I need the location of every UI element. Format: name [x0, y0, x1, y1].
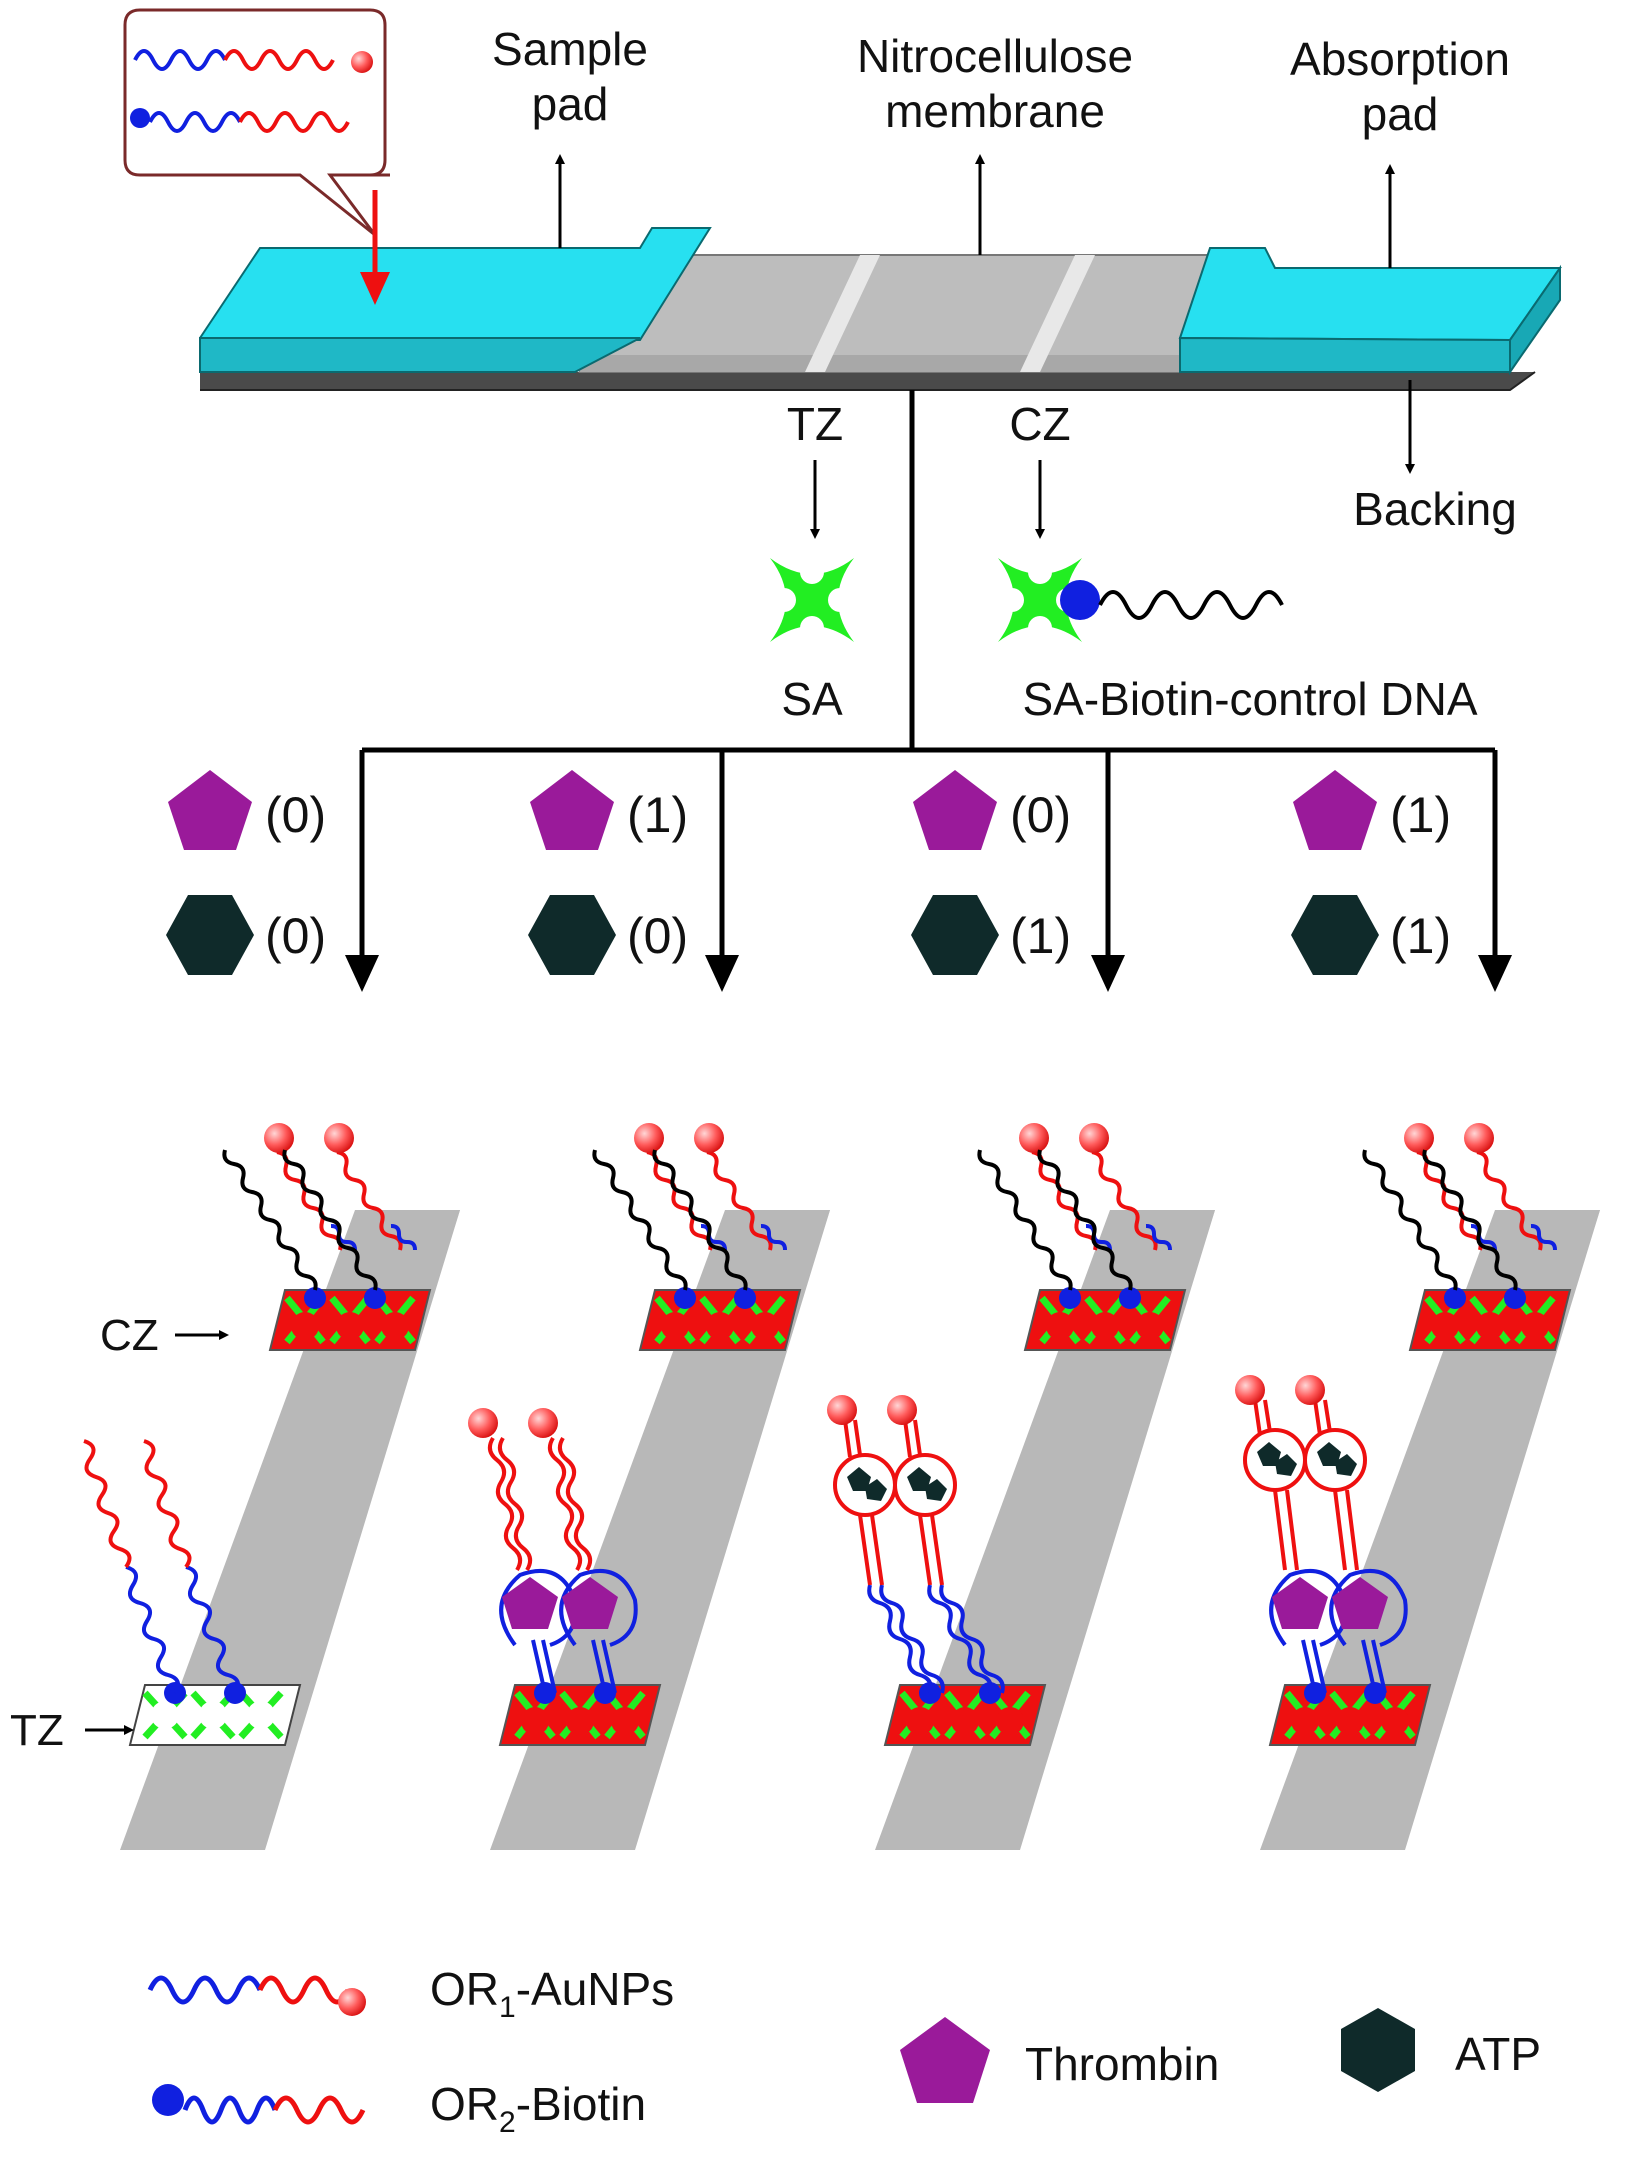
thrombin-input-value: (0) [1010, 787, 1071, 843]
gold-nanoparticle-icon [827, 1395, 857, 1425]
gold-nanoparticle-icon [1019, 1123, 1049, 1153]
atp-icon [528, 895, 616, 975]
input-group-3: (0) (1) [911, 770, 1071, 975]
atp-input-value: (0) [265, 908, 326, 964]
cz-label: CZ [1009, 398, 1070, 450]
thrombin-icon [1332, 1577, 1388, 1629]
backing-layer [200, 372, 1535, 390]
result-panel-2 [468, 1123, 830, 1850]
gold-nanoparticle-icon [887, 1395, 917, 1425]
gold-nanoparticle-icon [468, 1408, 498, 1438]
gold-nanoparticle-icon [1235, 1375, 1265, 1405]
sample-pad-label-line1: Sample [492, 23, 648, 75]
result-panel-1 [83, 1123, 460, 1850]
input-group-1: (0) (0) [166, 770, 326, 975]
logic-inputs: (0) (0) (1) (0) (0) (1) (1) (1) [166, 770, 1451, 975]
legend-or1-strand [147, 1975, 263, 2005]
tz-label: TZ [787, 398, 843, 450]
control-zone-line [1020, 255, 1095, 372]
input-group-4: (1) (1) [1291, 770, 1451, 975]
gold-nanoparticle-icon [1079, 1123, 1109, 1153]
atp-input-value: (0) [627, 908, 688, 964]
thrombin-icon [502, 1577, 558, 1629]
atp-icon [166, 895, 254, 975]
atp-icon [911, 895, 999, 975]
thrombin-icon [1293, 770, 1377, 850]
atp-input-value: (1) [1010, 908, 1071, 964]
branch-tree [345, 390, 1512, 992]
thrombin-input-value: (0) [265, 787, 326, 843]
result-panel-3 [827, 1123, 1215, 1850]
legend-gold-nanoparticle-icon [338, 1988, 366, 2016]
atp-icon [1257, 1442, 1281, 1466]
atp-icon [907, 1467, 931, 1491]
legend-or2-label: OR2-Biotin [430, 2078, 646, 2139]
sample-pad-label-line2: pad [532, 78, 609, 130]
gold-nanoparticle-icon [528, 1408, 558, 1438]
legend-biotin-icon [152, 2084, 184, 2116]
sample-callout [123, 8, 390, 305]
test-strip [199, 227, 1562, 391]
thrombin-icon [168, 770, 252, 850]
legend-atp-label: ATP [1455, 2028, 1541, 2080]
thrombin-icon [562, 1577, 618, 1629]
result-panel-4 [1235, 1123, 1600, 1850]
legend-atp-icon [1341, 2008, 1415, 2092]
result-panels [83, 1123, 1600, 1850]
panel-zone-labels: CZ TZ [10, 1311, 229, 1755]
atp-input-value: (1) [1390, 908, 1451, 964]
legend-or2-strand [182, 2095, 278, 2125]
thrombin-input-value: (1) [627, 787, 688, 843]
thrombin-icon [530, 770, 614, 850]
sa-zone-legend: SA SA-Biotin-control DNA [770, 558, 1478, 725]
gold-nanoparticle-icon [694, 1123, 724, 1153]
legend-or1-label: OR1-AuNPs [430, 1963, 674, 2024]
callout-or1-strand [133, 49, 227, 71]
absorption-pad-label-line2: pad [1362, 88, 1439, 140]
atp-icon [1317, 1442, 1341, 1466]
panel-cz-label: CZ [100, 1311, 159, 1360]
strip-labels: Sample pad Nitrocellulose membrane Absor… [492, 23, 1517, 539]
streptavidin-icon [770, 558, 854, 642]
gold-nanoparticle-icon [324, 1123, 354, 1153]
thrombin-icon [1272, 1577, 1328, 1629]
gold-nanoparticle-icon [264, 1123, 294, 1153]
thrombin-input-value: (1) [1390, 787, 1451, 843]
membrane-label-line2: membrane [885, 85, 1105, 137]
sa-label: SA [781, 673, 843, 725]
legend-thrombin-icon [900, 2017, 990, 2103]
thrombin-icon [913, 770, 997, 850]
gold-nanoparticle-icon [634, 1123, 664, 1153]
gold-nanoparticle-icon [1404, 1123, 1434, 1153]
panel-tz-label: TZ [10, 1706, 64, 1755]
atp-icon [1291, 895, 1379, 975]
backing-label: Backing [1353, 483, 1517, 535]
biotin-icon [130, 108, 150, 128]
sa-biotin-control-label: SA-Biotin-control DNA [1022, 673, 1477, 725]
control-dna-strand [1098, 590, 1284, 620]
input-group-2: (1) (0) [528, 770, 688, 975]
gold-nanoparticle-icon [351, 51, 373, 73]
gold-nanoparticle-icon [1295, 1375, 1325, 1405]
legend: OR1-AuNPs OR2-Biotin Thrombin ATP [147, 1963, 1541, 2139]
legend-thrombin-label: Thrombin [1025, 2038, 1219, 2090]
absorption-pad [1178, 247, 1562, 342]
atp-icon [847, 1467, 871, 1491]
absorption-pad-label-line1: Absorption [1290, 33, 1510, 85]
membrane-label-line1: Nitrocellulose [857, 30, 1133, 82]
test-zone-line [805, 255, 880, 372]
gold-nanoparticle-icon [1464, 1123, 1494, 1153]
